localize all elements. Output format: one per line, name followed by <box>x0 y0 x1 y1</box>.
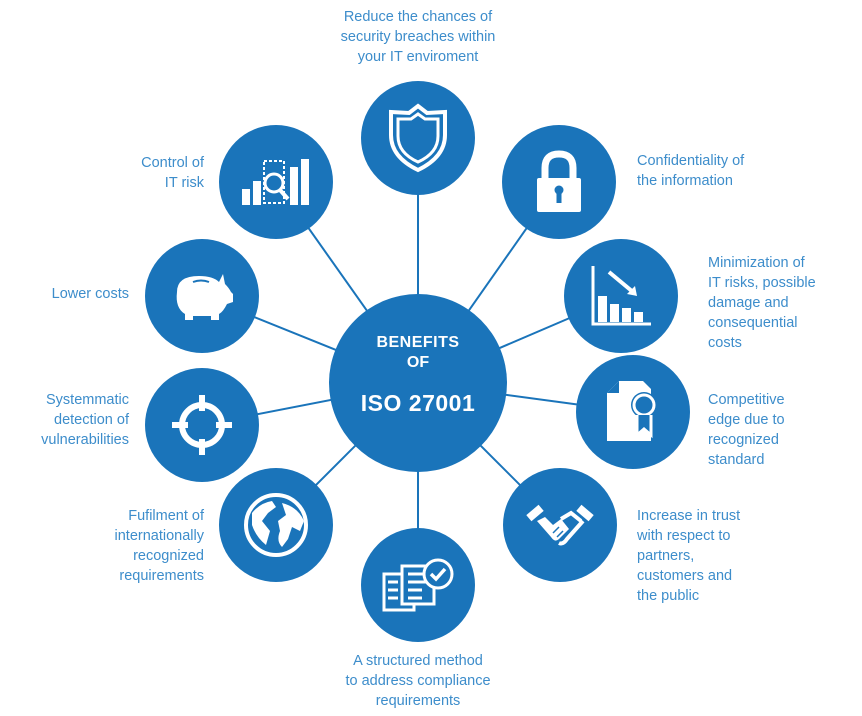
label-line: security breaches within <box>340 29 496 45</box>
label-line: requirements <box>119 568 204 584</box>
label-trust: Increase in trust with respect to partne… <box>637 506 837 606</box>
label-line: vulnerabilities <box>41 432 129 448</box>
label-line: costs <box>708 335 742 351</box>
handshake-icon <box>526 504 594 546</box>
benefit-node-international <box>219 468 333 582</box>
label-competitive-edge: Competitive edge due to recognized stand… <box>708 390 858 470</box>
label-line: consequential <box>708 315 798 331</box>
label-international: Fufilment of internationally recognized … <box>40 506 204 586</box>
label-line: Fufilment of <box>128 508 204 524</box>
hub-circle: BENEFITS OF ISO 27001 <box>329 294 507 472</box>
label-line: Confidentiality of <box>637 153 745 169</box>
label-compliance: A structured method to address complianc… <box>298 651 538 711</box>
label-it-risk-control: Control of IT risk <box>60 153 204 193</box>
label-line: with respect to <box>637 528 731 544</box>
piggy-bank-icon <box>176 274 233 320</box>
hub-title-line3: ISO 27001 <box>360 390 476 416</box>
globe-icon <box>244 493 308 557</box>
label-line: standard <box>708 452 765 468</box>
label-line: Control of <box>141 155 204 171</box>
benefit-node-it-risk-control <box>219 125 333 239</box>
label-line: the public <box>637 588 700 604</box>
label-line: Competitive <box>708 392 785 408</box>
certificate-icon <box>607 381 657 441</box>
shield-icon <box>389 103 447 173</box>
benefit-node-compliance <box>361 528 475 642</box>
label-line: partners, <box>637 548 695 564</box>
benefit-node-trust <box>503 468 617 582</box>
documents-check-icon <box>382 558 454 612</box>
bar-chart-search-icon <box>242 159 309 205</box>
crosshair-icon <box>172 395 232 455</box>
benefit-node-security <box>361 81 475 195</box>
label-line: recognized <box>133 548 204 564</box>
benefit-node-competitive-edge <box>576 355 690 469</box>
padlock-icon <box>537 150 581 212</box>
label-line: Increase in trust <box>637 508 741 524</box>
label-line: IT risks, possible <box>708 275 816 291</box>
hub-title-line1: BENEFITS <box>376 334 460 351</box>
label-line: to address compliance <box>345 673 491 689</box>
label-line: edge due to <box>708 412 785 428</box>
hub-title-line2: OF <box>406 354 430 371</box>
label-line: customers and <box>637 568 733 584</box>
label-confidentiality: Confidentiality of the information <box>637 151 837 191</box>
label-risk-minimization: Minimization of IT risks, possible damag… <box>708 253 862 353</box>
label-line: recognized <box>708 432 779 448</box>
label-vulnerability-detection: Systemmatic detection of vulnerabilities <box>0 390 129 450</box>
label-line: IT risk <box>164 175 204 191</box>
label-line: Systemmatic <box>46 392 129 408</box>
label-line: the information <box>637 173 733 189</box>
benefit-node-vulnerability-detection <box>145 368 259 482</box>
label-security: Reduce the chances of security breaches … <box>298 7 538 67</box>
label-line: internationally <box>114 528 204 544</box>
label-line: Minimization of <box>708 255 805 271</box>
label-line: A structured method <box>353 653 483 669</box>
label-line: Lower costs <box>51 286 129 302</box>
benefit-node-risk-minimization <box>564 239 678 353</box>
label-line: requirements <box>375 693 461 709</box>
declining-chart-icon <box>591 266 651 326</box>
benefit-node-confidentiality <box>502 125 616 239</box>
label-lower-costs: Lower costs <box>0 284 129 304</box>
label-line: your IT enviroment <box>357 49 479 65</box>
benefit-node-lower-costs <box>145 239 259 353</box>
label-line: Reduce the chances of <box>343 9 493 25</box>
label-line: detection of <box>54 412 129 428</box>
label-line: damage and <box>708 295 789 311</box>
